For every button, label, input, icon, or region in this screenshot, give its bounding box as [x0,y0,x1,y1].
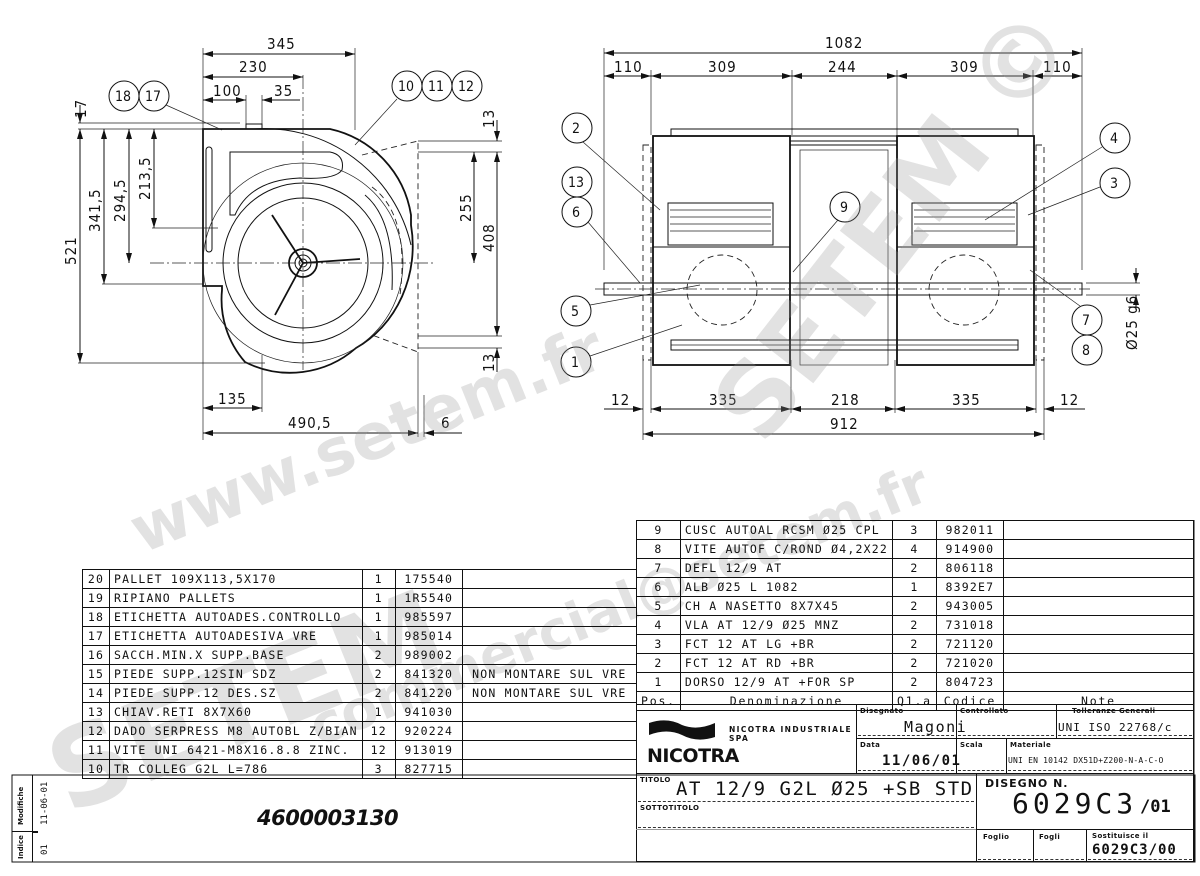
material-label: Materiale [1010,741,1052,749]
drawn-by-value: Magoni [904,718,968,736]
drawing-revision: /01 [1140,797,1171,817]
svg-text:13: 13 [480,353,498,372]
svg-text:6: 6 [572,205,580,221]
company-name: NICOTRA INDUSTRIALE SPA [729,725,853,743]
title-label: TITOLO [640,776,671,784]
date-value: 11/06/01 [882,753,962,769]
svg-text:13: 13 [480,109,498,128]
svg-text:255: 255 [457,193,475,222]
svg-text:35: 35 [274,82,293,100]
svg-text:100: 100 [213,82,242,100]
svg-text:230: 230 [239,58,268,76]
checked-label: Controllato [960,707,1009,715]
svg-text:213,5: 213,5 [136,156,154,200]
svg-text:335: 335 [952,391,981,409]
front-view: 1082 110 309 244 309 110 [560,34,1141,440]
svg-text:408: 408 [480,223,498,252]
svg-text:1082: 1082 [825,34,863,52]
tolerances-value: UNI ISO 22768/c [1058,721,1173,734]
svg-text:7: 7 [1082,313,1090,329]
date-label: Data [860,741,881,749]
svg-text:12: 12 [1060,391,1079,409]
nicotra-wave-logo [649,720,715,740]
sheet-label: Foglio [983,833,1010,841]
indice-label: Indice [17,835,25,859]
drawing-number-label: DISEGNO N. [985,777,1069,790]
svg-text:11: 11 [428,79,444,95]
svg-text:13: 13 [568,175,584,191]
svg-text:17: 17 [145,89,161,105]
revision-index: 01 [40,844,50,855]
svg-text:12: 12 [611,391,630,409]
replaces-label: Sostituisce il [1092,832,1149,840]
modifiche-label: Modifiche [17,786,25,825]
svg-text:309: 309 [708,58,737,76]
svg-text:521: 521 [62,236,80,265]
tolerances-label: Tolleranze Generali [1072,707,1156,715]
side-view: 345 230 100 35 17 521 341,5 294,5 213,5 … [62,35,502,440]
svg-text:912: 912 [830,415,859,433]
svg-text:Ø25 g6: Ø25 g6 [1123,295,1141,350]
svg-text:12: 12 [458,79,474,95]
svg-text:341,5: 341,5 [86,188,104,232]
svg-text:218: 218 [831,391,860,409]
svg-text:6: 6 [441,414,451,432]
svg-text:8: 8 [1082,343,1090,359]
svg-text:3: 3 [1110,176,1118,192]
svg-text:294,5: 294,5 [111,178,129,222]
svg-text:135: 135 [218,390,247,408]
drawing-number: 6029C3 [1012,787,1138,820]
article-code: 4600003130 [257,806,399,830]
drawing-title: AT 12/9 G2L Ø25 +SB STD [676,778,974,800]
company-logo-text: NICOTRA [647,745,739,767]
svg-text:345: 345 [267,35,296,53]
subtitle-label: SOTTOTITOLO [640,804,700,812]
svg-text:2: 2 [572,121,580,137]
svg-text:9: 9 [840,200,848,216]
replaces-value: 6029C3/00 [1092,842,1177,858]
svg-text:17: 17 [72,99,90,118]
svg-text:335: 335 [709,391,738,409]
scale-label: Scala [960,741,984,749]
svg-text:244: 244 [828,58,857,76]
svg-text:5: 5 [571,304,579,320]
svg-text:110: 110 [614,58,643,76]
sheets-label: Fogli [1039,833,1061,841]
modification-date: 11-06-01 [40,781,50,825]
svg-text:309: 309 [950,58,979,76]
svg-text:10: 10 [398,79,414,95]
svg-text:1: 1 [571,355,579,371]
drawn-by-label: Disegnato [860,707,904,715]
svg-text:18: 18 [115,89,131,105]
material-value: UNI EN 10142 DX51D+Z200-N-A-C-O [1008,756,1164,765]
svg-text:110: 110 [1043,58,1072,76]
company-logo-cell: NICOTRA INDUSTRIALE SPA NICOTRA [636,704,856,773]
svg-text:4: 4 [1110,131,1118,147]
svg-text:490,5: 490,5 [288,414,332,432]
